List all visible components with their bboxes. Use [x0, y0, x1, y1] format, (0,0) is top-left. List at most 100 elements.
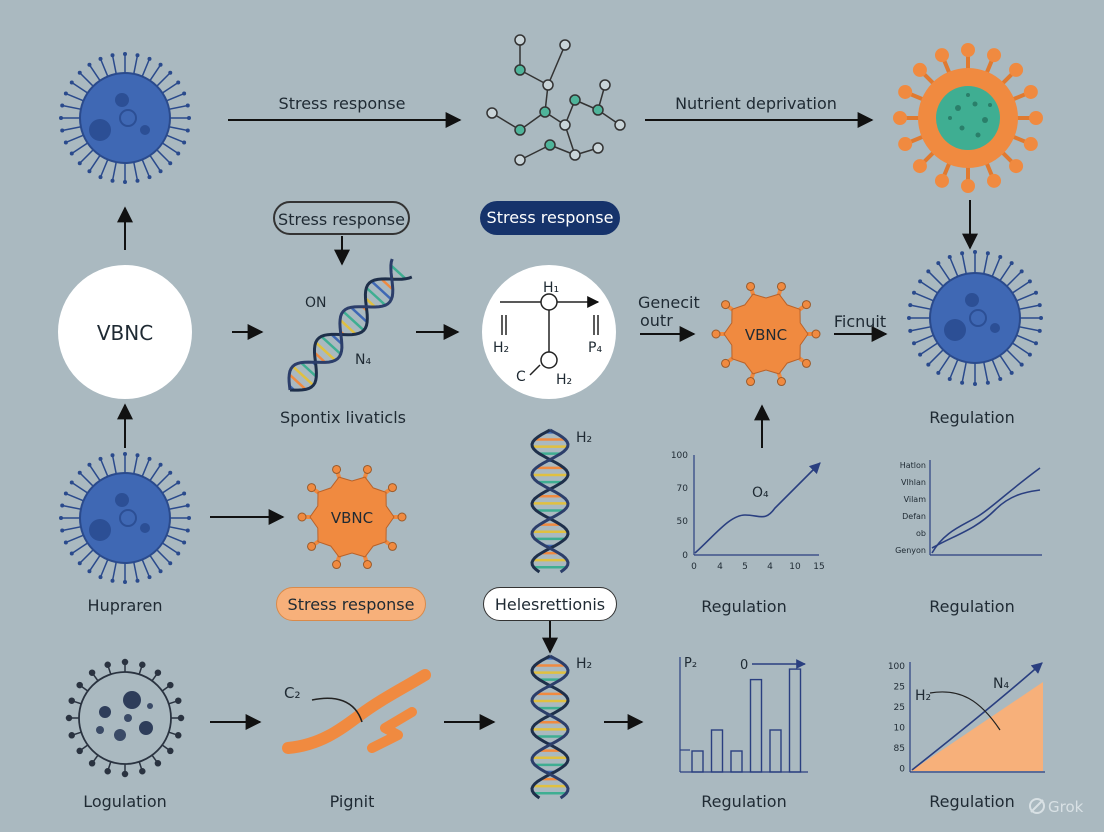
cell-cilium-tip — [121, 658, 129, 666]
vbnc-spike-tip — [776, 281, 786, 291]
label-regulation-graph1: Regulation — [701, 597, 786, 616]
cell-cilium-tip — [104, 661, 111, 668]
cell-spike-tip — [176, 80, 181, 85]
cell-spike-tip — [123, 180, 127, 184]
dna-base-pair — [288, 373, 307, 391]
orange-virus-top-right — [893, 43, 1043, 193]
cell-cilium-tip — [68, 732, 75, 739]
vbnc-body — [723, 293, 809, 375]
cell-spike-tip — [63, 540, 68, 545]
virus-bulb — [898, 84, 913, 99]
y-tick-label: Hatlon — [900, 461, 926, 470]
cell-spike-tip — [918, 279, 923, 284]
y-tick-label: 0 — [899, 765, 905, 775]
dna-label-on: ON — [305, 295, 327, 311]
vbnc-spike-tip — [307, 483, 317, 493]
bar — [730, 750, 743, 773]
cell-spike-tip — [1033, 290, 1038, 295]
vbnc-spike-tip — [776, 377, 786, 387]
cell-spike — [910, 304, 934, 311]
y-tick-label: 100 — [888, 662, 905, 672]
cell-spike-tip — [158, 462, 163, 467]
molecule-structure-circle — [482, 265, 616, 399]
dna-strand — [530, 654, 570, 800]
cell-spike-tip — [176, 551, 181, 556]
cell-spike-tip — [168, 70, 173, 75]
vbnc-spike-tip — [801, 300, 811, 310]
vbnc-spike-tip — [721, 300, 731, 310]
cell-cilium-tip — [121, 770, 129, 778]
cell-spike-tip — [123, 580, 127, 584]
dna-base-pair — [291, 365, 315, 387]
annotation-zero: 0 — [740, 658, 748, 673]
dna-strand — [289, 275, 413, 392]
dna-strand — [287, 258, 395, 391]
cell-spike-tip — [960, 251, 965, 256]
cell-spike-tip — [60, 128, 65, 133]
area-fill — [911, 682, 1043, 771]
bar — [749, 678, 763, 773]
cell-spike-tip — [135, 578, 140, 583]
y-tick-label: Vlhlan — [901, 478, 926, 487]
virus-bulb — [1029, 111, 1043, 125]
cell-spike-tip — [176, 151, 181, 156]
x-tick-label: 5 — [742, 562, 748, 572]
cell-spike-tip — [185, 503, 190, 508]
series-line — [911, 662, 1043, 771]
dna-base-pair — [380, 278, 394, 291]
cell-spike-tip — [69, 151, 74, 156]
y-tick-label: ob — [916, 529, 926, 538]
label-pignit: Pignit — [330, 792, 375, 811]
cell-spike — [927, 347, 946, 366]
cell-cilium-tip — [154, 760, 162, 767]
cell-spike-tip — [185, 128, 190, 133]
mol-label-p4: P₄ — [588, 340, 602, 356]
cell-spike-tip — [187, 516, 191, 520]
vbnc-orange-cell-left — [297, 464, 407, 570]
virus-bulb — [1023, 84, 1038, 99]
dna-helix-bottom-icon — [530, 654, 570, 800]
annotation-h2: H₂ — [915, 688, 931, 704]
series-line — [694, 462, 821, 554]
vbnc-spike-tip — [332, 560, 342, 570]
dna-label-n4: N₄ — [355, 352, 371, 368]
cell-spike-tip — [63, 91, 68, 96]
cell-cilium-tip — [139, 661, 146, 668]
cell-spike-tip — [947, 255, 952, 260]
cell-cilium-tip — [154, 669, 162, 676]
dna-base-pair — [390, 264, 407, 280]
blue-bacterium-right — [907, 250, 1043, 386]
cell-spike-tip — [135, 53, 140, 58]
x-tick-label: 15 — [813, 562, 824, 572]
dna-strand — [530, 428, 570, 574]
cell-cilium-tip — [177, 714, 185, 722]
cell-spike-tip — [1019, 362, 1024, 367]
dna-base-pair — [300, 361, 318, 378]
label-regulation-right: Regulation — [929, 408, 1014, 427]
virus-bulb — [912, 62, 927, 77]
x-tick-label: 10 — [789, 562, 801, 572]
virus-bulb — [898, 137, 913, 152]
vbnc-orange-left-label: VBNC — [331, 509, 373, 527]
cell-spike-tip — [69, 80, 74, 85]
vbnc-spike-tip — [397, 512, 407, 522]
dna-base-pair — [313, 351, 327, 364]
cell-spike-tip — [158, 62, 163, 67]
vbnc-orange-mid-label: VBNC — [745, 326, 787, 344]
label-genecit: Genecit — [638, 293, 700, 312]
cell-spike-tip — [936, 370, 941, 375]
pill-stress-response-outline: Stress response — [273, 201, 410, 235]
y-tick-label: 25 — [894, 683, 905, 693]
cell-spike-tip — [185, 528, 190, 533]
cell-spike-tip — [135, 453, 140, 458]
blue-bacterium-bottom-left — [59, 452, 191, 584]
cell-spike — [1009, 280, 1031, 296]
virus-bulb — [1009, 62, 1024, 77]
cell-spike-tip — [1037, 328, 1042, 333]
cell-spike-tip — [135, 178, 140, 183]
y-tick-label: 10 — [894, 724, 906, 734]
cell-spike-tip — [960, 380, 965, 385]
y-tick-label: 85 — [894, 744, 905, 754]
